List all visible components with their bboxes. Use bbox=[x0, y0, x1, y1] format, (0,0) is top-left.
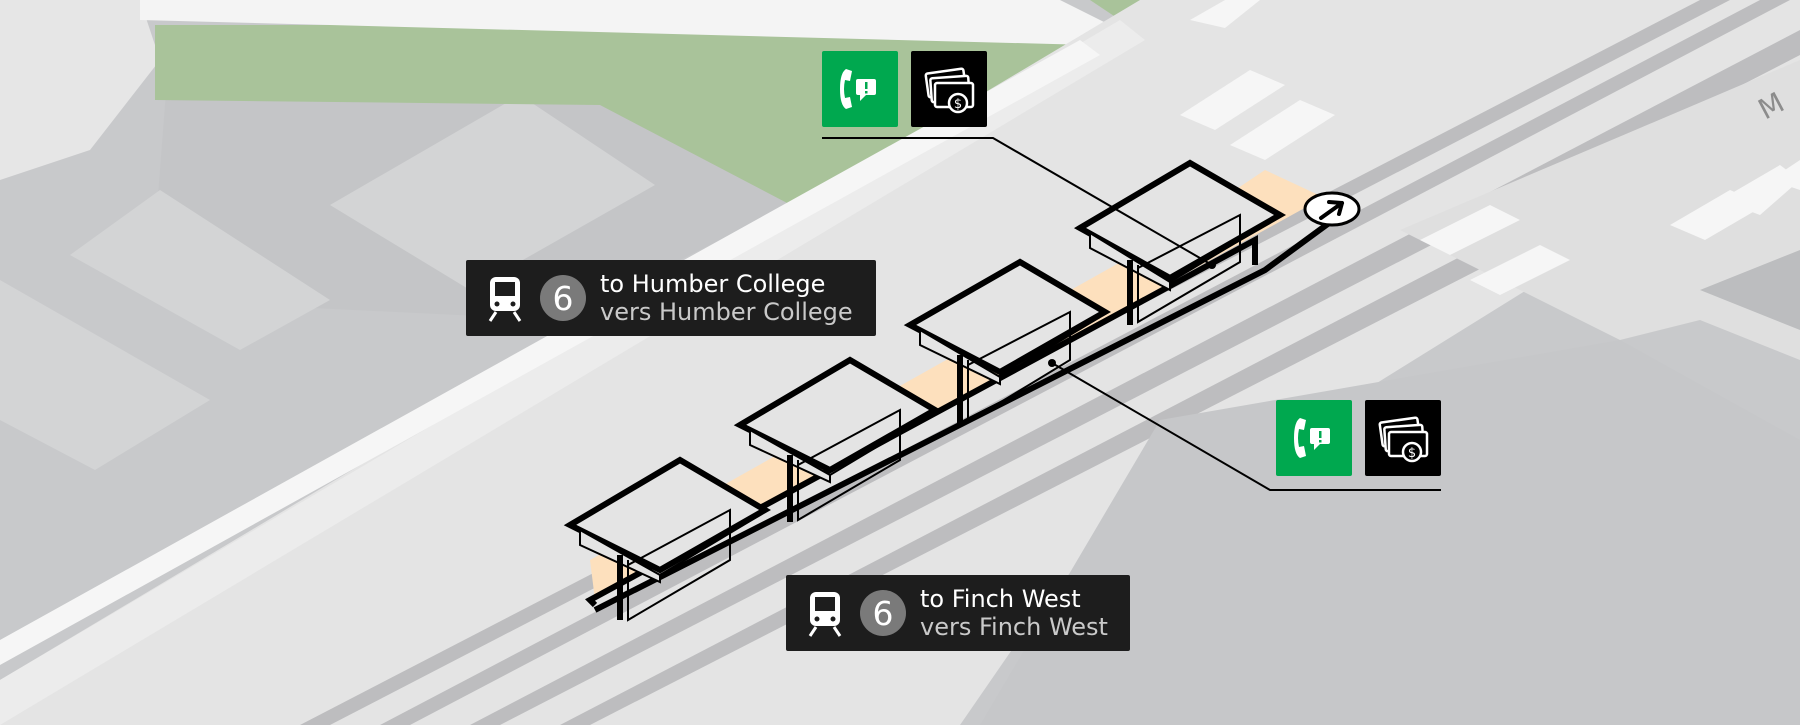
direction-english: to Finch West bbox=[920, 585, 1081, 613]
arrow-up-right-icon bbox=[1319, 200, 1344, 220]
svg-text:$: $ bbox=[1408, 446, 1416, 461]
route-label-humber-college[interactable]: 6 to Humber College vers Humber College bbox=[466, 260, 876, 336]
fare-machine-icon: $ bbox=[924, 67, 975, 114]
fare-machine-tile[interactable]: $ bbox=[911, 51, 987, 127]
route-number-badge: 6 bbox=[860, 590, 906, 636]
help-point-icon bbox=[840, 69, 876, 109]
route-number-badge: 6 bbox=[540, 275, 586, 321]
building-block bbox=[0, 0, 160, 180]
sidewalk bbox=[0, 40, 1100, 665]
direction-french: vers Humber College bbox=[600, 298, 853, 326]
direction-french: vers Finch West bbox=[920, 613, 1108, 641]
amenity-location-dot bbox=[1208, 261, 1216, 269]
road bbox=[1400, 60, 1800, 360]
building-block bbox=[0, 280, 210, 470]
building-block bbox=[980, 340, 1800, 725]
shelters bbox=[563, 159, 1287, 622]
fare-machine-icon: $ bbox=[1378, 416, 1429, 463]
help-point-tile[interactable] bbox=[822, 51, 898, 127]
tram-icon bbox=[488, 277, 522, 322]
crosswalk bbox=[1180, 0, 1800, 295]
sidewalk bbox=[0, 20, 1145, 725]
building-block bbox=[70, 190, 330, 350]
road bbox=[140, 0, 1150, 45]
tram-icon bbox=[808, 592, 842, 637]
svg-text:$: $ bbox=[954, 97, 962, 112]
building-block bbox=[330, 95, 655, 290]
help-point-icon bbox=[1294, 418, 1330, 458]
exit-marker[interactable] bbox=[1303, 191, 1361, 227]
direction-english: to Humber College bbox=[600, 270, 826, 298]
route-label-finch-west[interactable]: 6 to Finch West vers Finch West bbox=[786, 575, 1130, 651]
building-block bbox=[1700, 250, 1800, 330]
fare-machine-tile[interactable]: $ bbox=[1365, 400, 1441, 476]
platform-edge bbox=[593, 212, 1342, 613]
leader-lines bbox=[822, 137, 1441, 491]
amenity-location-dot bbox=[1048, 359, 1056, 367]
help-point-tile[interactable] bbox=[1276, 400, 1352, 476]
